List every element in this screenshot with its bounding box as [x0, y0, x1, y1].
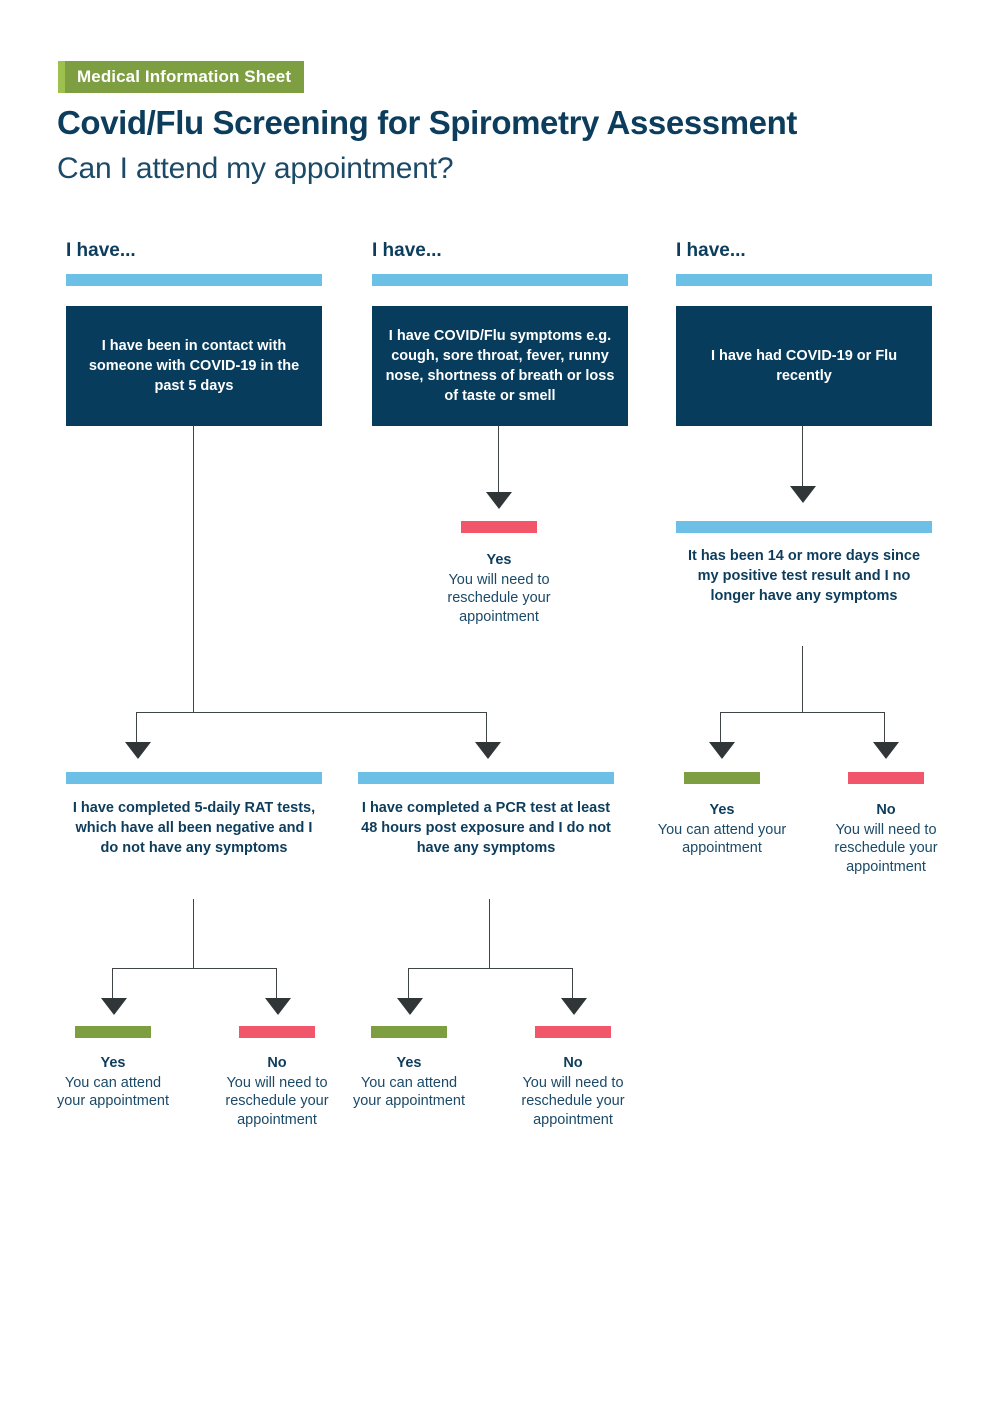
connector-14days-split [720, 712, 885, 714]
connector-contact-split [136, 712, 487, 714]
outcome-pcr-no-desc: You will need to reschedule your appoint… [521, 1074, 625, 1129]
outcome-recent-no-label: No [876, 802, 896, 818]
outcome-recent-yes-desc: You can attend your appointment [657, 821, 787, 857]
document-category-badge: Medical Information Sheet [58, 61, 305, 93]
outcome-rat-yes-desc: You can attend your appointment [56, 1074, 170, 1110]
node-pcr-test: I have completed a PCR test at least 48 … [361, 800, 611, 856]
connector-rat-stem [193, 899, 195, 969]
connector-rat-to-yes [112, 968, 114, 1000]
badge-label: Medical Information Sheet [65, 61, 305, 93]
outcome-recent-yes: Yes You can attend your appointment [622, 801, 822, 858]
arrow-rat-to-no-icon [265, 998, 291, 1015]
outcome-symptoms-yes-label: Yes [486, 552, 512, 568]
outcome-pcr-no-label: No [563, 1055, 583, 1071]
outcome-bar-symptoms-yes [461, 521, 537, 533]
arrow-symptoms-to-yes-icon [486, 492, 512, 509]
arrow-14days-to-yes-icon [709, 742, 735, 759]
outcome-bar-recent-yes [684, 772, 760, 784]
arrow-14days-to-no-icon [873, 742, 899, 759]
node-14-days: It has been 14 or more days since my pos… [687, 548, 921, 604]
connector-pcr-to-no [572, 968, 574, 1000]
node-recent-case: I have had COVID-19 or Flu recently [676, 306, 932, 426]
outcome-rat-no-label: No [267, 1055, 287, 1071]
outcome-pcr-yes-desc: You can attend your appointment [352, 1074, 466, 1110]
column-heading-3: I have... [676, 240, 746, 261]
outcome-bar-rat-yes [75, 1026, 151, 1038]
connector-14days-to-no [884, 712, 886, 744]
accent-bar-rat [66, 772, 322, 784]
connector-contact-to-rat [136, 712, 138, 744]
connector-14days-to-yes [720, 712, 722, 744]
connector-pcr-stem [489, 899, 491, 969]
arrow-recent-to-14days-icon [790, 486, 816, 503]
connector-contact-to-pcr [486, 712, 488, 744]
outcome-pcr-no: No You will need to reschedule your appo… [493, 1054, 653, 1130]
arrow-rat-to-yes-icon [101, 998, 127, 1015]
outcome-bar-pcr-no [535, 1026, 611, 1038]
outcome-recent-yes-label: Yes [709, 802, 735, 818]
outcome-rat-no-desc: You will need to reschedule your appoint… [225, 1074, 329, 1129]
page-title: Covid/Flu Screening for Spirometry Asses… [57, 104, 797, 141]
arrow-contact-to-pcr-icon [475, 742, 501, 759]
outcome-symptoms-yes-desc: You will need to reschedule your appoint… [447, 571, 551, 626]
node-rat-tests: I have completed 5-daily RAT tests, whic… [72, 800, 316, 856]
arrow-pcr-to-no-icon [561, 998, 587, 1015]
accent-bar-14days [676, 521, 932, 533]
outcome-pcr-yes: Yes You can attend your appointment [339, 1054, 479, 1111]
arrow-contact-to-rat-icon [125, 742, 151, 759]
connector-contact-stem [193, 426, 195, 713]
outcome-symptoms-yes: Yes You will need to reschedule your app… [399, 551, 599, 627]
outcome-bar-rat-no [239, 1026, 315, 1038]
connector-pcr-split [408, 968, 573, 970]
badge-accent-bar [58, 61, 65, 93]
connector-symptoms-to-yes [498, 426, 500, 494]
accent-bar-pcr [358, 772, 614, 784]
arrow-pcr-to-yes-icon [397, 998, 423, 1015]
node-symptoms-case: I have COVID/Flu symptoms e.g. cough, so… [372, 306, 628, 426]
outcome-rat-no: No You will need to reschedule your appo… [197, 1054, 357, 1130]
connector-rat-to-no [276, 968, 278, 1000]
outcome-rat-yes: Yes You can attend your appointment [43, 1054, 183, 1111]
outcome-recent-no: No You will need to reschedule your appo… [786, 801, 986, 877]
column-heading-2: I have... [372, 240, 442, 261]
outcome-pcr-yes-label: Yes [396, 1055, 422, 1071]
outcome-bar-pcr-yes [371, 1026, 447, 1038]
connector-recent-to-14days [802, 426, 804, 488]
connector-14days-stem [802, 646, 804, 713]
accent-bar-column-3 [676, 274, 932, 286]
connector-pcr-to-yes [408, 968, 410, 1000]
connector-rat-split [112, 968, 277, 970]
outcome-bar-recent-no [848, 772, 924, 784]
page-subtitle: Can I attend my appointment? [57, 152, 454, 185]
node-contact-case: I have been in contact with someone with… [66, 306, 322, 426]
accent-bar-column-2 [372, 274, 628, 286]
accent-bar-column-1 [66, 274, 322, 286]
outcome-recent-no-desc: You will need to reschedule your appoint… [834, 821, 938, 876]
column-heading-1: I have... [66, 240, 136, 261]
outcome-rat-yes-label: Yes [100, 1055, 126, 1071]
